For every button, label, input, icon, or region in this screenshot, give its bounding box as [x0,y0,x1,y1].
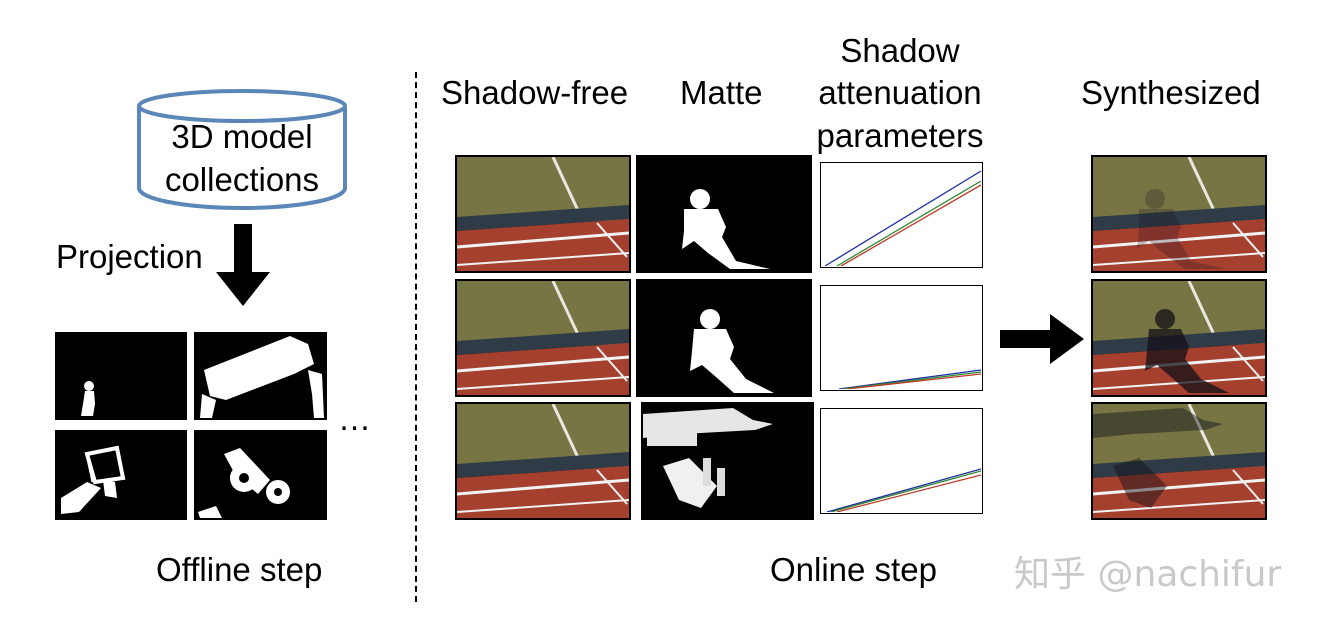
model-database-cylinder [136,88,348,212]
synthesized-image [1091,402,1267,520]
header-synthesized: Synthesized [1081,74,1261,111]
projected-mask-object [194,332,327,420]
synthesized-image [1091,279,1267,397]
header-params-line1: Shadow [840,32,960,69]
attenuation-plot [820,408,983,514]
offline-step-label: Offline step [156,551,323,588]
attenuation-plot [820,162,983,268]
matte-image [636,155,812,273]
ellipsis-label: … [338,400,371,437]
online-step-label: Online step [770,551,937,588]
watermark: 知乎 @nachifur [1014,554,1282,595]
database-label-line2: collections [164,161,320,198]
projected-mask-person [55,332,187,420]
header-matte: Matte [680,74,763,111]
down-arrow-icon [216,224,270,308]
right-arrow-icon [1000,314,1084,364]
matte-image [636,279,812,397]
database-label-line1: 3D model [171,118,313,155]
projection-label: Projection [56,238,203,275]
projected-mask-motorbike [194,430,327,520]
header-params-line2: attenuation [818,74,982,111]
shadow-free-image [455,279,631,397]
shadow-free-image [455,402,631,520]
header-params-line3: parameters [816,117,984,154]
projected-mask-chair [55,430,187,520]
header-shadow-free: Shadow-free [441,74,629,111]
synthesized-image [1091,155,1267,273]
step-divider [415,72,417,602]
attenuation-plot [820,285,983,391]
matte-image [641,402,814,520]
shadow-free-image [455,155,631,273]
